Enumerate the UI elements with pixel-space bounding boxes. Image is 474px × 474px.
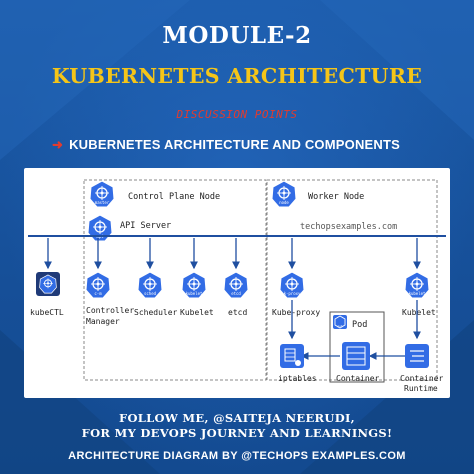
kubelet-worker-icon: kubelet xyxy=(404,271,430,299)
svg-text:sched: sched xyxy=(144,291,157,296)
svg-text:etcd: etcd xyxy=(231,291,241,296)
control-plane-frame xyxy=(83,179,267,381)
controller-manager-icon: c-m xyxy=(85,271,111,299)
kubelet-worker-label: Kubelet xyxy=(402,308,436,317)
worker-node-label: Worker Node xyxy=(308,192,364,202)
kubectl-label: kubeCTL xyxy=(30,308,64,317)
iptables-label: iptables xyxy=(278,374,317,383)
controller-manager-label-1: Controller xyxy=(86,306,134,315)
controller-manager-label-2: Manager xyxy=(86,317,120,326)
svg-text:pod: pod xyxy=(338,324,343,328)
architecture-diagram: master Control Plane Node node Worker No… xyxy=(24,168,450,398)
control-plane-badge-text: master xyxy=(95,200,110,205)
watermark-text: techopsexamples.com xyxy=(300,222,397,232)
container-runtime-label-1: Container xyxy=(400,374,444,383)
discussion-point-text: KUBERNETES ARCHITECTURE AND COMPONENTS xyxy=(69,137,401,152)
control-plane-label: Control Plane Node xyxy=(128,192,220,202)
container-runtime-label-2: Runtime xyxy=(404,384,438,393)
control-plane-badge-icon: master xyxy=(89,180,115,208)
kubelet-cp-icon: kubelet xyxy=(181,271,207,299)
pod-box xyxy=(329,311,385,383)
kube-proxy-icon: k-proxy xyxy=(279,271,305,299)
journey-line: FOR MY DEVOPS JOURNEY AND LEARNINGS! xyxy=(81,426,393,440)
pod-label: Pod xyxy=(352,320,367,330)
diagram-canvas: master Control Plane Node node Worker No… xyxy=(28,179,446,393)
etcd-icon: etcd xyxy=(223,271,249,299)
svg-text:kubelet: kubelet xyxy=(409,291,426,296)
arrow-icon: ➜ xyxy=(52,137,64,152)
kube-proxy-label: Kube-proxy xyxy=(272,308,320,317)
page-subtitle: KUBERNETES ARCHITECTURE xyxy=(51,64,423,88)
worker-node-badge-icon: node xyxy=(271,180,297,208)
discussion-points-label: DISCUSSION POINTS xyxy=(176,108,298,121)
container-icon xyxy=(342,342,370,370)
svg-text:k-proxy: k-proxy xyxy=(284,291,301,296)
svg-text:c-m: c-m xyxy=(94,291,102,296)
container-label: Container xyxy=(336,374,380,383)
follow-line: FOLLOW ME, @SAITEJA NEERUDI, xyxy=(119,411,355,425)
api-server-icon: api xyxy=(87,214,113,242)
scheduler-label: Scheduler xyxy=(134,308,178,317)
scheduler-icon: sched xyxy=(137,271,163,299)
discussion-point: ➜ KUBERNETES ARCHITECTURE AND COMPONENTS xyxy=(52,137,400,153)
worker-badge-text: node xyxy=(279,200,289,205)
etcd-label: etcd xyxy=(228,308,247,317)
credit-line: ARCHITECTURE DIAGRAM BY @TECHOPS EXAMPLE… xyxy=(68,450,406,462)
api-server-label: API Server xyxy=(120,221,171,231)
kubelet-cp-label: Kubelet xyxy=(180,308,214,317)
worker-node-frame xyxy=(266,179,438,381)
page-title: MODULE-2 xyxy=(162,22,312,49)
svg-text:kubelet: kubelet xyxy=(186,291,203,296)
